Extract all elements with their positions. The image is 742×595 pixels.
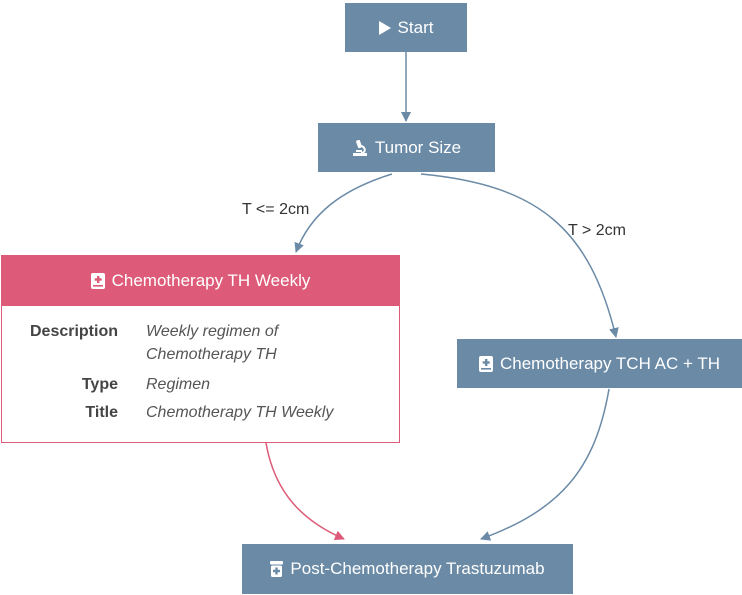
- detail-value: Regimen: [146, 376, 211, 393]
- post-chemo-node-label: Post-Chemotherapy Trastuzumab: [290, 559, 545, 578]
- chemo-th-weekly-node[interactable]: Chemotherapy TH Weekly Description Weekl…: [1, 255, 400, 443]
- edge-label-small-tumor: T <= 2cm: [242, 201, 310, 218]
- detail-value: Weekly regimen of Chemotherapy TH: [146, 323, 279, 363]
- detail-key: Title: [85, 404, 118, 421]
- edge-tch-to-post: [480, 388, 610, 541]
- medical-book-icon: [479, 355, 493, 372]
- edge-th-weekly-to-post: [265, 442, 345, 540]
- microscope-icon: [352, 139, 368, 156]
- tumor-size-node[interactable]: Tumor Size: [318, 123, 495, 172]
- detail-value: Chemotherapy TH Weekly: [146, 404, 334, 421]
- chemo-th-weekly-header: Chemotherapy TH Weekly: [2, 256, 399, 306]
- detail-key: Description: [29, 323, 118, 340]
- start-node[interactable]: Start: [345, 3, 467, 52]
- post-chemo-node[interactable]: Post-Chemotherapy Trastuzumab: [242, 544, 573, 594]
- edge-tumor-to-th-weekly: [294, 173, 393, 253]
- prescription-bottle-icon: [270, 561, 284, 577]
- tumor-size-node-label: Tumor Size: [374, 137, 462, 157]
- chemo-tch-node-label: Chemotherapy TCH AC + TH: [500, 353, 720, 373]
- chemo-tch-node[interactable]: Chemotherapy TCH AC + TH: [457, 339, 742, 388]
- play-icon: [378, 20, 391, 35]
- detail-key: Type: [81, 376, 118, 393]
- chemo-th-weekly-title: Chemotherapy TH Weekly: [111, 271, 311, 290]
- edge-tumor-to-tch: [420, 173, 619, 338]
- start-node-label: Start: [397, 17, 434, 37]
- medical-book-icon: [90, 273, 105, 289]
- edge-label-large-tumor: T > 2cm: [568, 222, 626, 239]
